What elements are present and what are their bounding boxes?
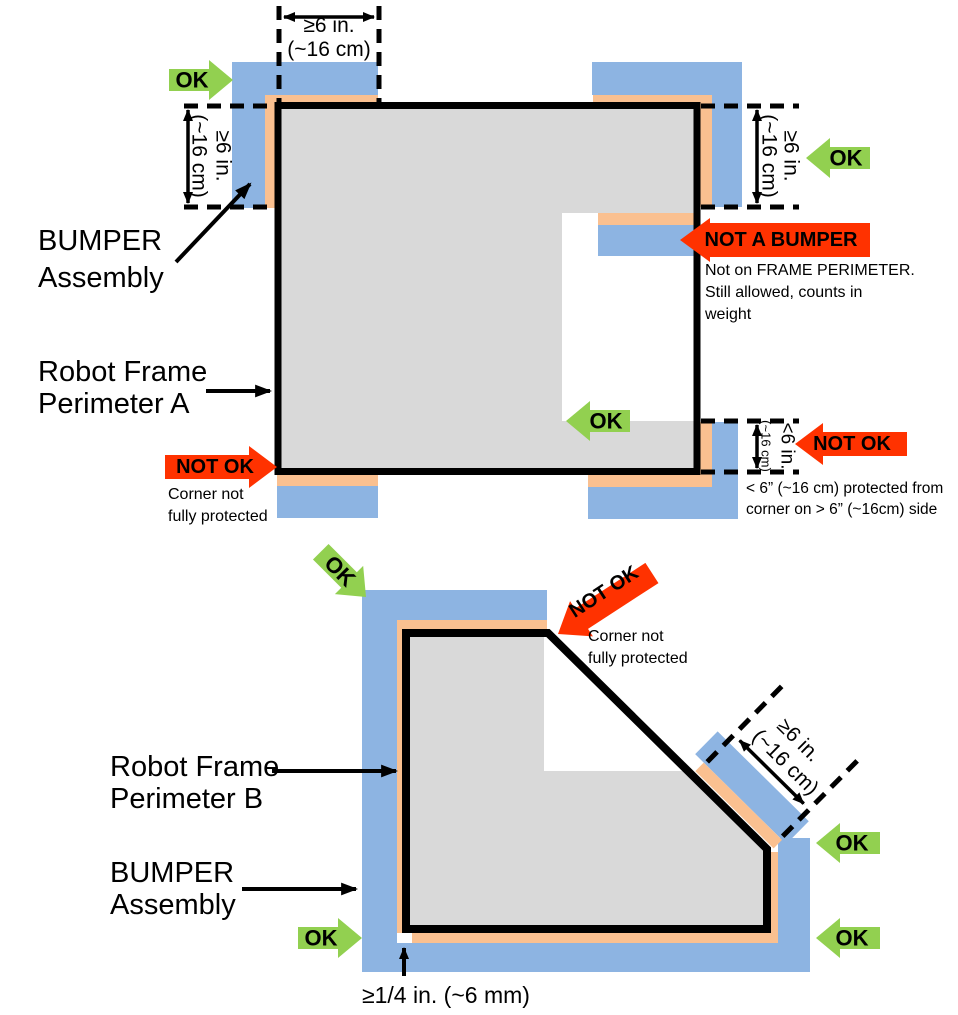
frame-perimeter-label-b-line1: Robot Frame (110, 751, 279, 783)
nab-caption-line3: weight (704, 306, 752, 323)
frame-perimeter-b-outline (402, 629, 771, 933)
extension-line (780, 757, 861, 839)
bumper-b-diagonal-pad (695, 762, 783, 849)
bumper-b-right-blue (778, 838, 810, 943)
ok-label-top-left: OK (176, 68, 209, 93)
bumper-b-top-blue (362, 590, 547, 620)
ok-label-top-right: OK (830, 146, 863, 171)
ok-label-b-right-lower: OK (836, 926, 869, 951)
bumper-assembly-label-b-line2: Assembly (110, 889, 236, 921)
bumper-b-left-blue (362, 590, 397, 972)
extension-line (705, 683, 785, 764)
dim-left-line2: (~16 cm) (188, 114, 211, 197)
bumper-b-right-pad (769, 852, 778, 933)
dim-top-line2: (~16 cm) (287, 38, 370, 61)
bumper-assembly-label-a-line2: Assembly (38, 262, 164, 294)
not-ok-label-bottom-right: NOT OK (813, 433, 891, 455)
bumper-b-bottom-pad (412, 933, 778, 943)
bumper-assembly-label-a-line1: BUMPER (38, 225, 162, 257)
bumper-b-bottom-blue (362, 943, 810, 972)
dim-right-line2: (~16 cm) (758, 114, 781, 197)
bumper-b-top-pad (397, 620, 547, 630)
frame-perimeter-label-a-line2: Perimeter A (38, 388, 190, 420)
dim-left-line1: ≥6 in. (212, 130, 235, 181)
dimension-extension-lines-a (184, 6, 799, 475)
corner-caption-a-line1: Corner not (168, 486, 244, 503)
ok-label-notch: OK (590, 409, 623, 434)
corner-caption-b-line1: Corner not (588, 628, 664, 645)
partial-caption-line2: corner on > 6” (~16cm) side (746, 501, 937, 518)
corner-caption-a-line2: fully protected (168, 508, 268, 525)
dim-top-line1: ≥6 in. (303, 14, 354, 37)
ok-label-b-bottom-left: OK (305, 926, 338, 951)
robot-body-b (410, 637, 763, 925)
dimension-arrow-diagonal (738, 739, 805, 805)
nab-caption-line1: Not on FRAME PERIMETER. (705, 262, 915, 279)
not-a-bumper-pad (598, 213, 694, 225)
corner-caption-b-line2: fully protected (588, 650, 688, 667)
dim-corner-line1: <6 in. (777, 422, 798, 469)
bumper-assembly-label-b-line1: BUMPER (110, 857, 234, 889)
bumper-b-quarter-inch-gap (403, 930, 412, 943)
dim-corner-line2: (~16 cm) (759, 420, 774, 472)
bumper-a-bottom-right-blue (588, 422, 738, 519)
bumper-b-left-pad (397, 620, 405, 933)
not-a-bumper-label: NOT A BUMPER (705, 229, 859, 251)
bumper-a-bottom-left-pad (277, 475, 378, 486)
partial-caption-line1: < 6” (~16 cm) protected from (746, 480, 943, 497)
quarter-inch-gap-label: ≥1/4 in. (~6 mm) (362, 982, 530, 1008)
dim-right-line1: ≥6 in. (780, 130, 803, 181)
bumper-a-bottom-right-pad (588, 422, 712, 487)
bumper-assembly-pointer-a (174, 182, 252, 264)
not-a-bumper-blue (598, 225, 694, 256)
frame-perimeter-label-b-line2: Perimeter B (110, 783, 263, 815)
diagram-b: ≥6 in. (~16 cm) OK NOT OK OK OK OK Corne… (110, 537, 880, 1008)
nab-caption-line2: Still allowed, counts in (705, 284, 862, 301)
not-ok-label-bottom-left: NOT OK (176, 456, 254, 478)
ok-label-b-right-upper: OK (836, 831, 869, 856)
bumper-a-bottom-left-blue (277, 486, 378, 518)
diagram-a: ≥6 in. (~16 cm) ≥6 in. (~16 cm) ≥6 in. (… (38, 6, 943, 525)
frame-perimeter-a-outline (274, 102, 701, 475)
frame-perimeter-label-a-line1: Robot Frame (38, 356, 207, 388)
